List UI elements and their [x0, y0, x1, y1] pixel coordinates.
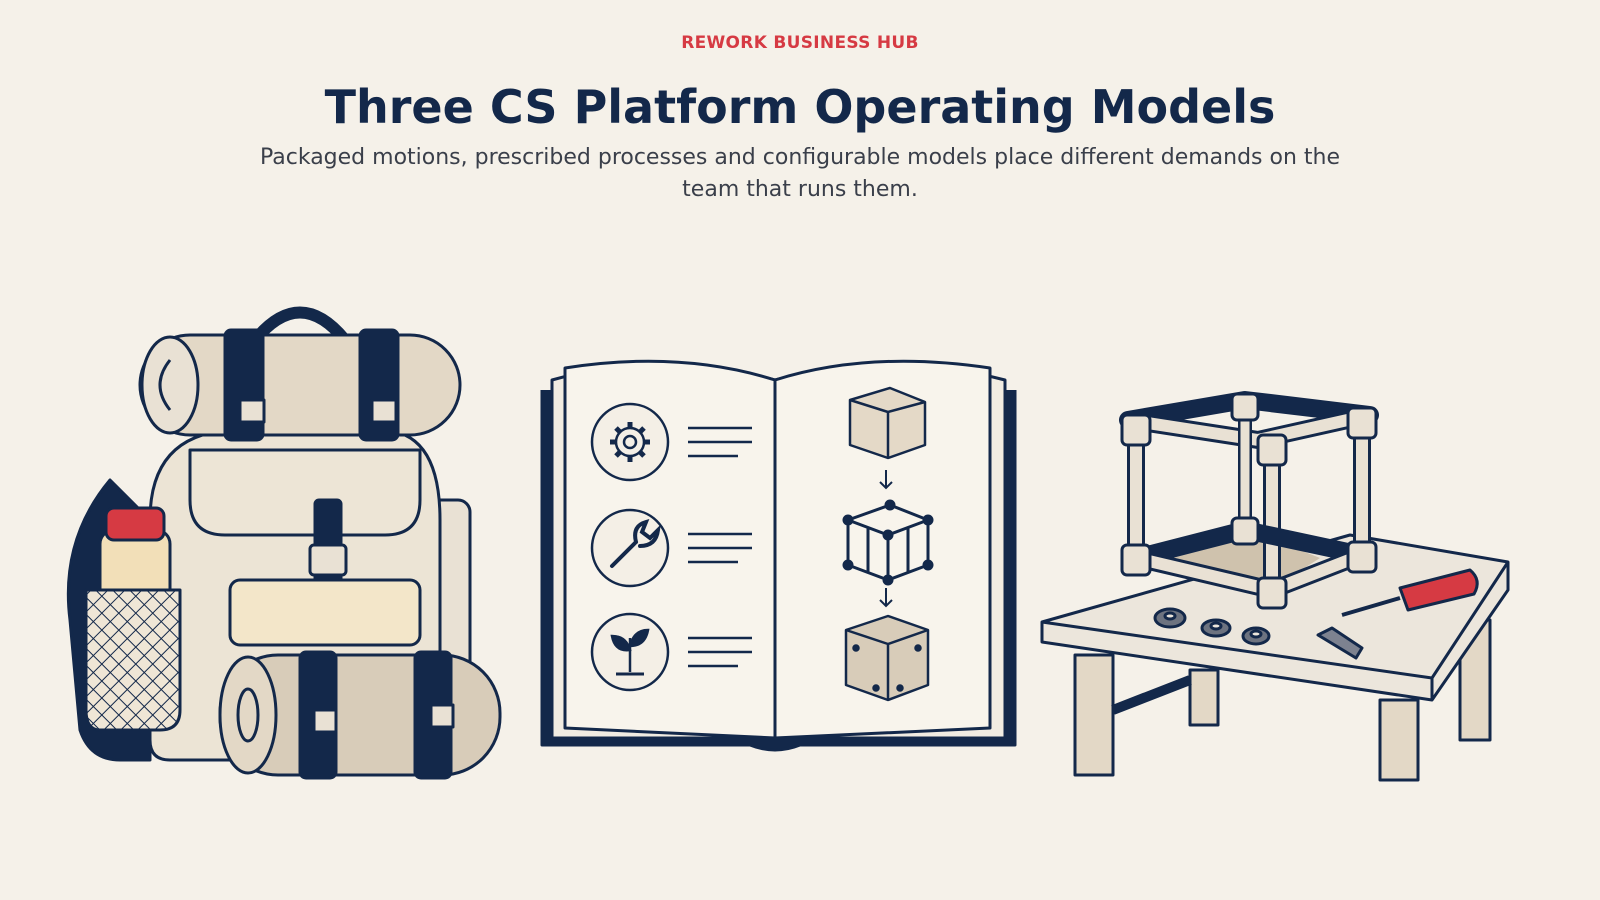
frame-cube-icon [842, 499, 934, 586]
illustrations-svg [66, 306, 1510, 782]
backpack-icon [66, 306, 502, 780]
solid-cube-icon [848, 386, 927, 460]
page-subtitle: Packaged motions, prescribed processes a… [259, 145, 1341, 202]
gear-icon [590, 402, 670, 482]
arrow-down-icon-2 [879, 588, 893, 608]
illustrations-row [0, 290, 1600, 810]
brand-label: REWORK BUSINESS HUB [681, 33, 919, 53]
arrow-down-icon [879, 470, 893, 490]
wrench-icon [590, 508, 670, 588]
step-lines-1 [688, 426, 752, 458]
page-title: Three CS Platform Operating Models [324, 80, 1276, 134]
step-lines-3 [688, 636, 752, 668]
step-lines-2 [688, 532, 752, 564]
sprout-icon [590, 612, 670, 692]
workbench-frame-icon [1040, 391, 1510, 782]
assembled-cube-icon [844, 614, 930, 702]
